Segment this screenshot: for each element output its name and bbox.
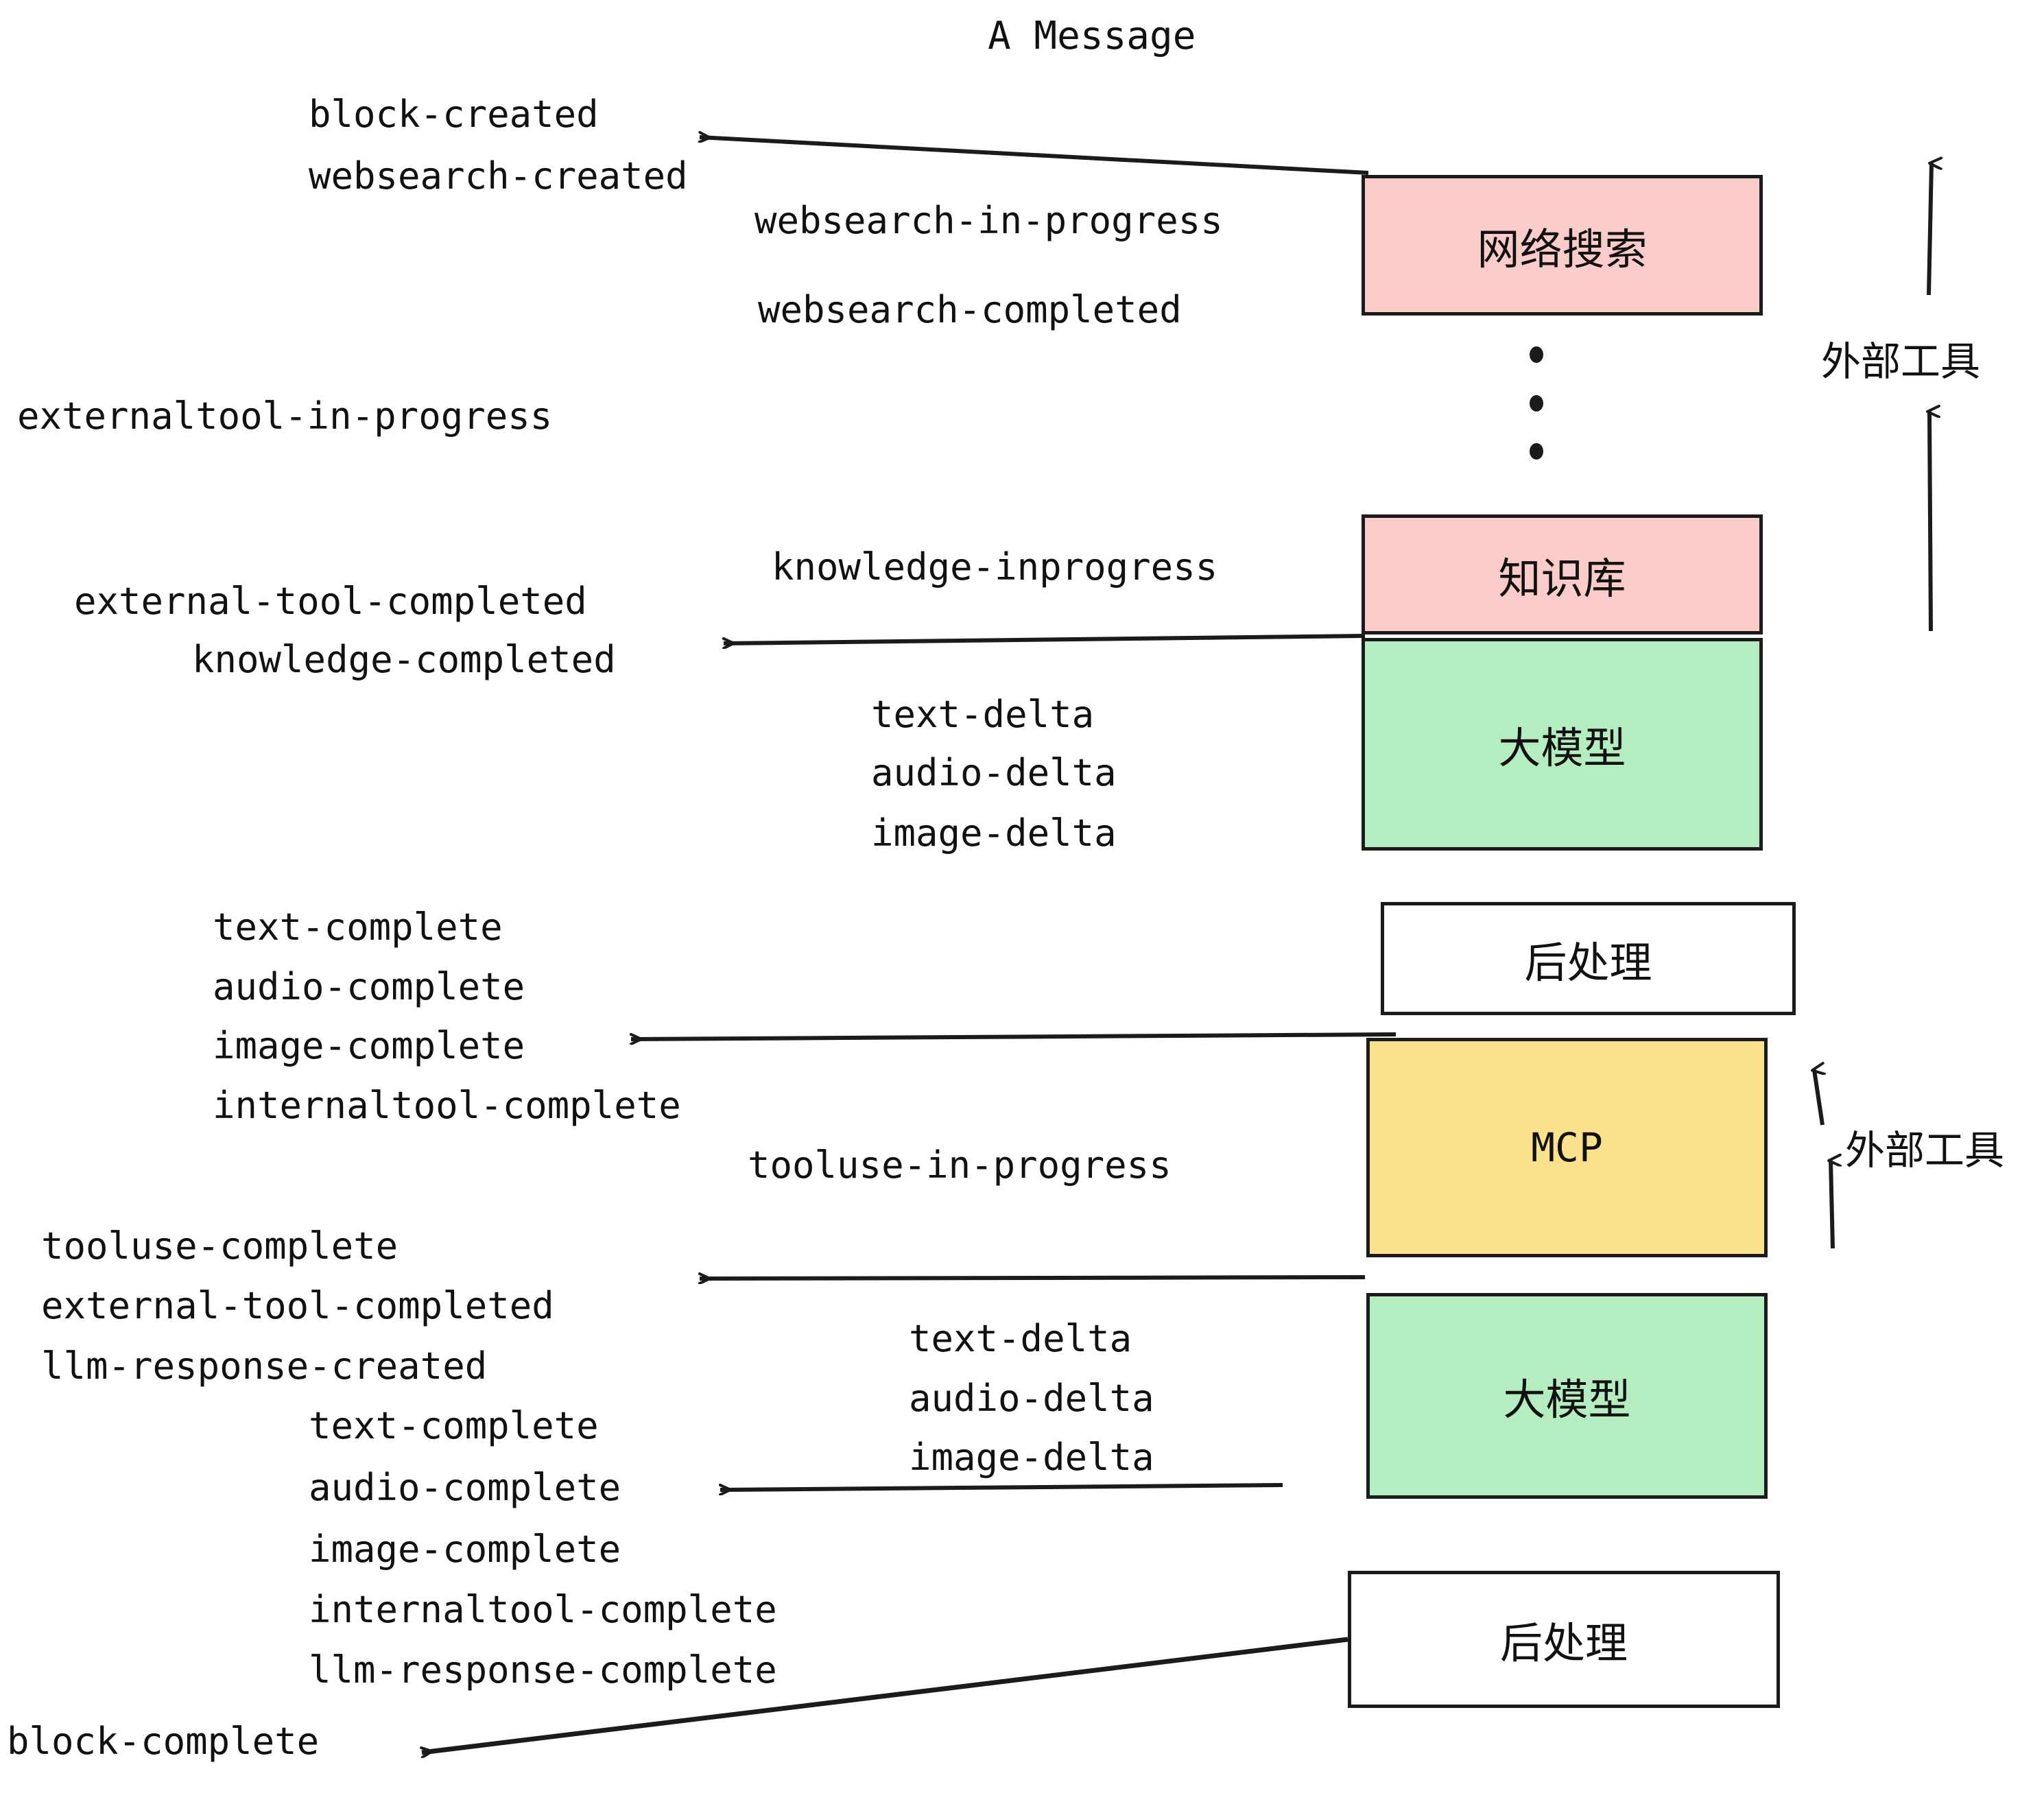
event-websearch-completed: websearch-completed xyxy=(758,288,1182,331)
event-audio-complete-2: audio-complete xyxy=(309,1466,621,1509)
box-knowledge-label: 知识库 xyxy=(1498,553,1626,604)
side-label-external-tool-top: 外部工具 xyxy=(1821,338,1981,385)
box-postprocess-top-label: 后处理 xyxy=(1524,937,1652,988)
event-internaltool-complete-2: internaltool-complete xyxy=(309,1588,777,1631)
event-llm-response-complete: llm-response-complete xyxy=(309,1648,777,1692)
box-llm-bottom[interactable]: 大模型 xyxy=(1366,1293,1768,1499)
event-audio-delta-2: audio-delta xyxy=(909,1377,1154,1420)
box-websearch-label: 网络搜索 xyxy=(1477,224,1648,274)
ellipsis-dot xyxy=(1530,394,1543,412)
arrow-post-to-image-complete xyxy=(631,1032,1397,1039)
event-block-created: block-created xyxy=(309,93,599,136)
box-websearch[interactable]: 网络搜索 xyxy=(1362,175,1763,316)
event-knowledge-inprogress: knowledge-inprogress xyxy=(772,545,1218,589)
arrow-external-tool-bottom-down xyxy=(1831,1161,1833,1249)
event-image-complete-2: image-complete xyxy=(309,1528,621,1571)
arrow-external-tool-top-up xyxy=(1927,163,1932,296)
box-mcp-label: MCP xyxy=(1531,1124,1603,1171)
event-block-complete: block-complete xyxy=(7,1720,320,1763)
box-knowledge[interactable]: 知识库 xyxy=(1362,514,1763,634)
event-external-tool-completed-1: external-tool-completed xyxy=(74,580,587,623)
box-llm-top[interactable]: 大模型 xyxy=(1362,638,1763,851)
event-tooluse-in-progress: tooluse-in-progress xyxy=(748,1143,1172,1187)
box-postprocess-bottom-label: 后处理 xyxy=(1499,1618,1628,1668)
event-text-delta-1: text-delta xyxy=(871,693,1095,736)
arrow-websearch-to-created xyxy=(700,137,1369,175)
event-text-complete-1: text-complete xyxy=(213,905,503,949)
event-externaltool-in-progress: externaltool-in-progress xyxy=(17,394,553,438)
event-internaltool-complete-1: internaltool-complete xyxy=(213,1084,681,1127)
arrow-mcp-to-tooluse-complete xyxy=(700,1277,1366,1279)
event-text-complete-2: text-complete xyxy=(309,1404,599,1447)
event-image-complete-1: image-complete xyxy=(213,1024,525,1067)
arrow-llm-to-audio-complete xyxy=(720,1483,1283,1490)
box-llm-top-label: 大模型 xyxy=(1498,723,1626,773)
event-text-delta-2: text-delta xyxy=(909,1317,1132,1360)
ellipsis-dot xyxy=(1530,443,1543,460)
event-websearch-created: websearch-created xyxy=(309,154,688,198)
arrow-external-tool-top-down xyxy=(1929,412,1931,632)
event-tooluse-complete: tooluse-complete xyxy=(41,1224,399,1268)
ellipsis-dot xyxy=(1530,346,1543,363)
event-image-delta-2: image-delta xyxy=(909,1436,1154,1479)
box-llm-bottom-label: 大模型 xyxy=(1503,1375,1631,1425)
box-mcp[interactable]: MCP xyxy=(1366,1038,1768,1257)
box-postprocess-bottom[interactable]: 后处理 xyxy=(1348,1571,1780,1708)
page-title: A Message xyxy=(988,14,1196,58)
event-audio-delta-1: audio-delta xyxy=(871,751,1117,794)
arrow-external-tool-bottom-up xyxy=(1814,1070,1822,1126)
arrow-knowledge-to-completed xyxy=(724,634,1366,643)
box-postprocess-top[interactable]: 后处理 xyxy=(1381,902,1796,1015)
event-llm-response-created: llm-response-created xyxy=(41,1344,488,1388)
event-external-tool-completed-2: external-tool-completed xyxy=(41,1284,554,1327)
side-label-external-tool-bottom: 外部工具 xyxy=(1845,1127,2005,1174)
event-knowledge-completed: knowledge-completed xyxy=(192,638,616,681)
event-image-delta-1: image-delta xyxy=(871,811,1117,855)
event-audio-complete-1: audio-complete xyxy=(213,965,525,1008)
event-websearch-in-progress: websearch-in-progress xyxy=(754,199,1223,242)
vertical-ellipsis xyxy=(1528,346,1545,460)
